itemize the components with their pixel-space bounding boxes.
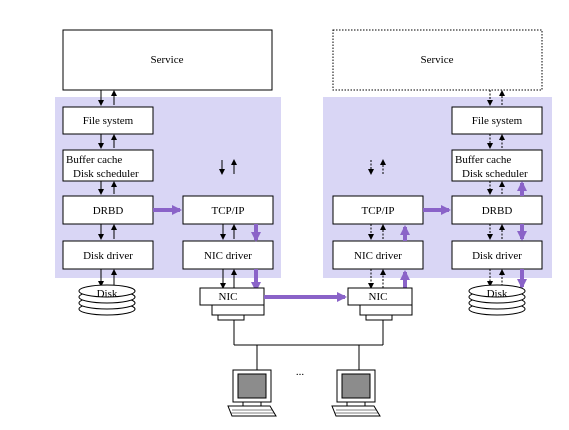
right-service-label: Service xyxy=(421,54,454,66)
left-service-box: Service xyxy=(62,29,273,91)
right-disk-driver-label: Disk driver xyxy=(472,250,522,262)
left-drbd-label: DRBD xyxy=(93,205,124,217)
client-computer-icon xyxy=(331,369,381,417)
left-nic-label: NIC xyxy=(219,291,238,303)
right-file-system-label: File system xyxy=(472,115,523,127)
left-tcpip-label: TCP/IP xyxy=(211,205,244,217)
right-buffer-cache-label: Buffer cache xyxy=(455,154,511,166)
left-nic-driver-box: NIC driver xyxy=(182,240,274,270)
right-tcpip-label: TCP/IP xyxy=(361,205,394,217)
right-nic-card xyxy=(347,287,413,321)
clients-ellipsis: ... xyxy=(296,366,305,378)
left-replication-flow xyxy=(153,205,261,292)
lan-bus xyxy=(233,320,384,370)
right-nic-driver-box: NIC driver xyxy=(332,240,424,270)
left-drbd-box: DRBD xyxy=(62,195,154,225)
right-nic-label: NIC xyxy=(369,291,388,303)
right-bidirectional-arrows xyxy=(368,90,505,289)
left-buffer-cache-box: Buffer cache Disk scheduler xyxy=(62,149,154,182)
right-service-box: Service xyxy=(332,29,543,91)
right-drbd-box: DRBD xyxy=(451,195,543,225)
right-buffer-cache-box: Buffer cache Disk scheduler xyxy=(451,149,543,182)
left-service-label: Service xyxy=(151,54,184,66)
left-nic-driver-label: NIC driver xyxy=(204,250,252,262)
left-bidirectional-arrows xyxy=(98,90,237,289)
left-disk-icon xyxy=(78,284,136,316)
right-replication-flow xyxy=(400,181,527,290)
left-file-system-box: File system xyxy=(62,106,154,135)
right-disk-icon xyxy=(468,284,526,316)
client-computer-icon xyxy=(227,369,277,417)
right-nic-driver-label: NIC driver xyxy=(354,250,402,262)
right-tcpip-box: TCP/IP xyxy=(332,195,424,225)
right-file-system-box: File system xyxy=(451,106,543,135)
left-buffer-cache-label: Buffer cache xyxy=(66,154,122,166)
left-disk-driver-box: Disk driver xyxy=(62,240,154,270)
left-disk-scheduler-label: Disk scheduler xyxy=(73,168,139,180)
left-file-system-label: File system xyxy=(83,115,134,127)
left-disk-driver-label: Disk driver xyxy=(83,250,133,262)
left-tcpip-box: TCP/IP xyxy=(182,195,274,225)
left-nic-card xyxy=(199,287,265,321)
right-disk-scheduler-label: Disk scheduler xyxy=(462,168,528,180)
right-drbd-label: DRBD xyxy=(482,205,513,217)
left-disk-label: Disk xyxy=(97,288,118,300)
right-disk-driver-box: Disk driver xyxy=(451,240,543,270)
right-disk-label: Disk xyxy=(487,288,508,300)
